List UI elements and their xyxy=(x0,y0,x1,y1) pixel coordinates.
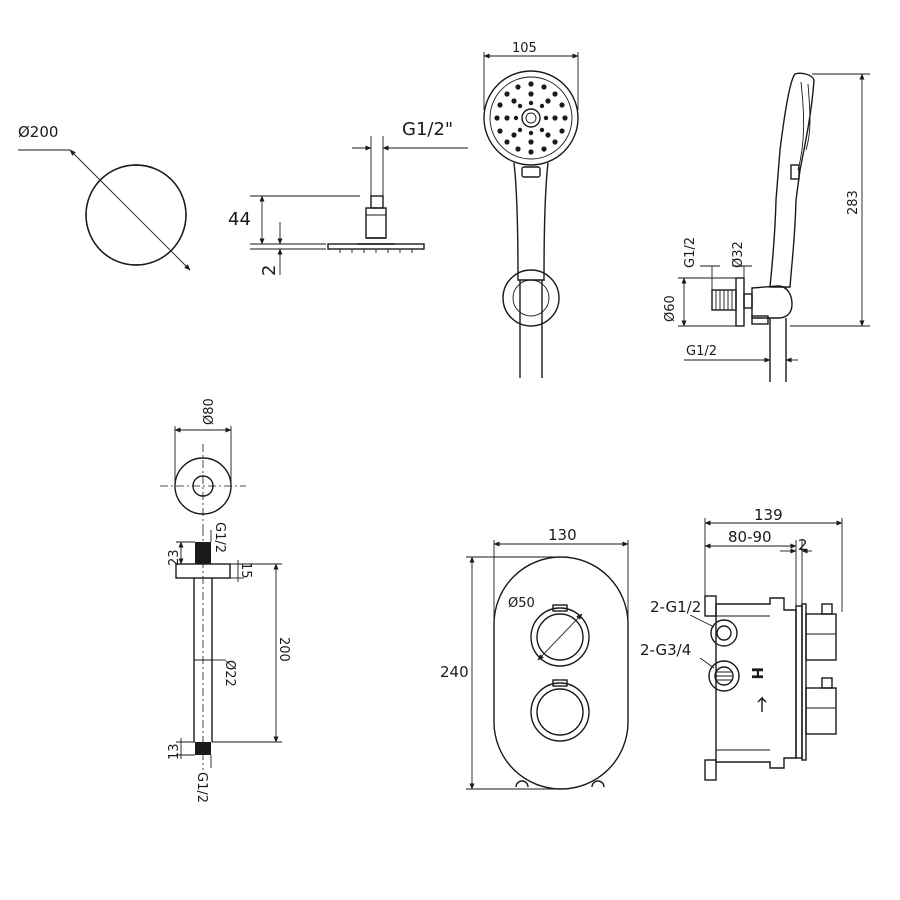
hand-shower-thread-top-label: G1/2 xyxy=(683,237,698,268)
valve-plate-gap-label: 2 xyxy=(798,536,808,554)
ceiling-arm-thread-bottom-label: G1/2 xyxy=(194,772,209,803)
hand-shower-outlet-diameter-label: Ø32 xyxy=(731,241,746,268)
valve-inlet-thread-label: 2-G3/4 xyxy=(640,641,691,659)
hand-shower-length-label: 283 xyxy=(846,190,861,215)
rain-head-diameter-label: Ø200 xyxy=(18,123,58,141)
rain-head-side-view: G1/2" 44 2 xyxy=(228,119,468,276)
ceiling-arm-flange-diameter-label: Ø80 xyxy=(202,398,217,425)
valve-install-range-label: 80-90 xyxy=(728,528,772,546)
ceiling-arm-flange-thickness-label: 15 xyxy=(238,562,253,579)
valve-plate-front-view: Ø50 130 240 xyxy=(440,526,629,790)
rain-head-height-label: 44 xyxy=(228,209,251,230)
ceiling-arm-bottom-length-label: 13 xyxy=(167,743,182,760)
valve-plate-height-label: 240 xyxy=(440,663,469,681)
ceiling-arm-tube-diameter-label: Ø22 xyxy=(222,660,237,687)
hand-shower-width-label: 105 xyxy=(512,41,537,56)
hand-shower-thread-bottom-label: G1/2 xyxy=(686,344,717,359)
rain-head-thickness-label: 2 xyxy=(259,265,280,276)
hand-shower-flange-diameter-label: Ø60 xyxy=(663,295,678,322)
rain-head-thread-label: G1/2" xyxy=(402,119,453,140)
hand-shower-side-view: 283 G1/2 Ø32 Ø60 G1/2 xyxy=(663,72,870,382)
valve-knob-diameter-label: Ø50 xyxy=(508,596,535,611)
ceiling-arm-length-label: 200 xyxy=(276,637,291,662)
ceiling-arm-top-view: Ø80 xyxy=(160,398,246,528)
rain-head-top-view: Ø200 xyxy=(18,123,191,271)
valve-outlet-thread-label: 2-G1/2 xyxy=(650,598,701,616)
ceiling-arm-top-length-label: 23 xyxy=(167,549,182,566)
ceiling-arm-thread-top-label: G1/2 xyxy=(212,522,227,553)
ceiling-arm-side-view: 23 G1/2 15 200 Ø22 13 G1/2 xyxy=(167,522,291,803)
hand-shower-front-view: 105 xyxy=(483,41,579,378)
valve-body-side-view: H 2-G1/2 2-G3/4 139 80-90 2 xyxy=(640,506,843,781)
valve-hot-marker: H xyxy=(748,667,766,680)
valve-body-depth-label: 139 xyxy=(754,506,783,524)
valve-plate-width-label: 130 xyxy=(548,526,577,544)
